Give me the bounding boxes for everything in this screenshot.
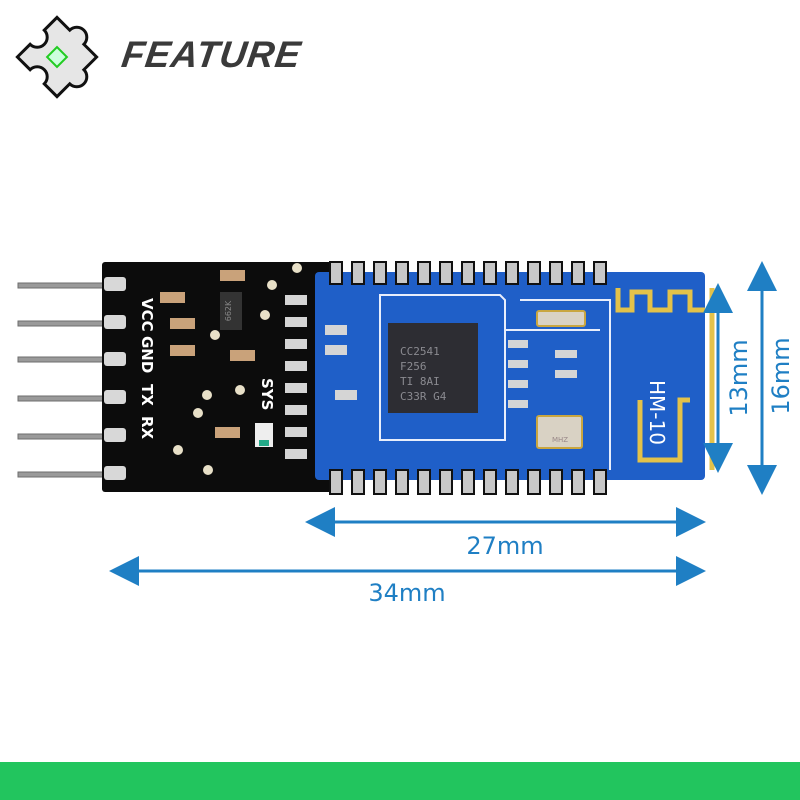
pin-label-rx: RX [138,416,156,440]
pin-labels: VCC GND TX RX SYS [138,298,276,440]
ic-marking: 662K [224,300,233,321]
chip-line-2: F256 [400,360,427,373]
puzzle-chip-icon [15,15,99,99]
pin-label-gnd: GND [138,336,156,373]
header-pins [17,282,114,478]
chip-line-3: TI 8AI [400,375,440,388]
footer-bar [0,762,800,800]
chip-line-4: C33R G4 [400,390,447,403]
crystal-marking: MHZ [552,436,568,444]
pin-label-tx: TX [138,384,156,406]
hm10-module: CC2541 F256 TI 8AI C33R G4 MHZ HM-10 [315,261,715,495]
carrier-board [102,262,332,492]
sys-label: SYS [258,378,276,410]
dimension-label-13mm: 13mm [725,339,753,416]
dimension-label-27mm: 27mm [466,532,543,560]
pin-label-vcc: VCC [138,298,156,332]
dimension-label-16mm: 16mm [767,337,795,414]
dimension-label-34mm: 34mm [368,579,445,607]
cc2541-chip [388,323,478,413]
module-label: HM-10 [645,380,669,445]
chip-line-1: CC2541 [400,345,440,358]
